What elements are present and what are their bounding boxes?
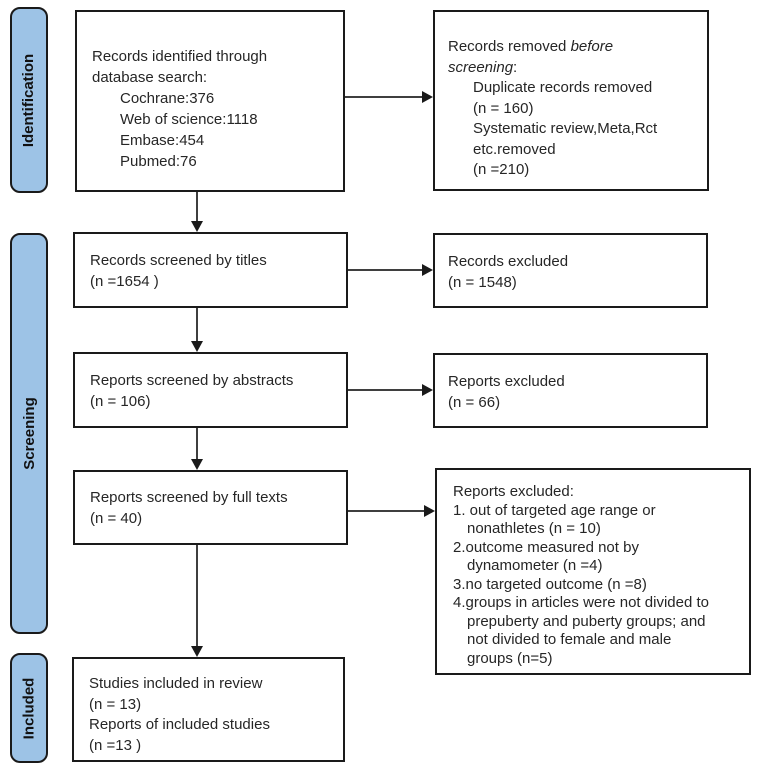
records-removed-line1-regular: Records removed <box>448 38 571 55</box>
screened-abstracts-count: (n = 106) <box>90 393 151 410</box>
fulltext-excluded-reason-1: 1. out of targeted age range or nonathle… <box>453 501 656 538</box>
records-identified-line2: database search: <box>92 69 208 86</box>
records-excluded-line1: Records excluded <box>448 253 569 270</box>
reports-included-line: Reports of included studies <box>89 716 270 733</box>
database-count-pubmed: Pubmed:76 <box>120 153 197 170</box>
screened-fulltexts-line1: Reports screened by full texts <box>90 489 288 506</box>
screened-abstracts-line1: Reports screened by abstracts <box>90 372 294 389</box>
screened-fulltexts-count: (n = 40) <box>90 510 143 527</box>
arrow-line <box>196 192 198 222</box>
arrow-head-right-icon <box>422 91 433 103</box>
arrow-line <box>345 96 423 98</box>
arrow-head-right-icon <box>422 384 433 396</box>
reports-excluded-count: (n = 66) <box>448 394 501 411</box>
records-excluded-count: (n = 1548) <box>448 274 517 291</box>
stage-included-label: Included <box>20 677 38 739</box>
arrow-line <box>196 545 198 647</box>
arrow-head-down-icon <box>191 646 203 657</box>
arrow-head-down-icon <box>191 221 203 232</box>
records-identified-line1: Records identified through <box>92 48 268 65</box>
stage-identification-label: Identification <box>20 53 38 147</box>
box-fulltext-reports-excluded: Reports excluded: 1. out of targeted age… <box>435 468 751 675</box>
reports-included-count: (n =13 ) <box>89 736 142 754</box>
records-removed-line2: screening: <box>448 58 701 79</box>
stage-screening: Screening <box>10 233 48 634</box>
arrow-line <box>196 308 198 342</box>
arrow-line <box>348 389 423 391</box>
records-removed-line1-italic: before <box>570 38 614 55</box>
screened-titles-line1: Records screened by titles <box>90 252 267 269</box>
etc-removed: etc.removed <box>473 140 556 158</box>
arrow-line <box>348 269 423 271</box>
box-studies-included: Studies included in review (n = 13) Repo… <box>72 657 345 762</box>
database-counts: Cochrane:376 Web of science:1118 Embase:… <box>120 88 335 172</box>
box-records-screened-by-titles: Records screened by titles (n =1654 ) <box>73 232 348 308</box>
duplicates-removed-count: (n = 160) <box>473 99 534 117</box>
box-records-excluded: Records excluded (n = 1548) <box>433 233 708 308</box>
etc-removed-count: (n =210) <box>473 161 530 178</box>
studies-included-line1: Studies included in review <box>89 675 263 692</box>
records-removed-line1: Records removed before <box>448 37 701 58</box>
box-reports-screened-by-full-texts: Reports screened by full texts (n = 40) <box>73 470 348 545</box>
stage-identification: Identification <box>10 7 48 193</box>
stage-included: Included <box>10 653 48 763</box>
arrow-line <box>196 428 198 460</box>
reports-excluded-line1: Reports excluded <box>448 373 565 390</box>
arrow-line <box>348 510 425 512</box>
duplicates-removed: Duplicate records removed <box>473 79 653 96</box>
box-records-removed-before-screening: Records removed before screening: Duplic… <box>433 10 709 191</box>
database-count-web-of-science: Web of science:1118 <box>120 111 258 128</box>
fulltext-excluded-reason-3: 3.no targeted outcome (n =8) <box>453 575 647 593</box>
fulltext-excluded-title: Reports excluded: <box>453 483 574 500</box>
box-records-identified: Records identified through database sear… <box>75 10 345 192</box>
arrow-head-right-icon <box>422 264 433 276</box>
studies-included-count: (n = 13) <box>89 695 142 713</box>
arrow-head-down-icon <box>191 341 203 352</box>
screened-titles-count: (n =1654 ) <box>90 273 159 290</box>
records-removed-items: Duplicate records removed (n = 160) Syst… <box>473 78 701 181</box>
box-reports-screened-by-abstracts: Reports screened by abstracts (n = 106) <box>73 352 348 428</box>
stage-screening-label: Screening <box>20 397 38 470</box>
arrow-head-right-icon <box>424 505 435 517</box>
records-removed-line2-regular: : <box>513 58 518 76</box>
fulltext-excluded-reason-2: 2.outcome measured not by dynamometer (n… <box>453 538 639 575</box>
fulltext-excluded-reason-4: 4.groups in articles were not divided to… <box>453 594 709 667</box>
records-removed-line2-italic: screening <box>448 58 514 76</box>
arrow-head-down-icon <box>191 459 203 470</box>
systematic-review-removed: Systematic review,Meta,Rct <box>473 120 658 137</box>
database-count-embase: Embase:454 <box>120 132 205 149</box>
box-reports-excluded: Reports excluded (n = 66) <box>433 353 708 428</box>
database-count-cochrane: Cochrane:376 <box>120 90 215 107</box>
